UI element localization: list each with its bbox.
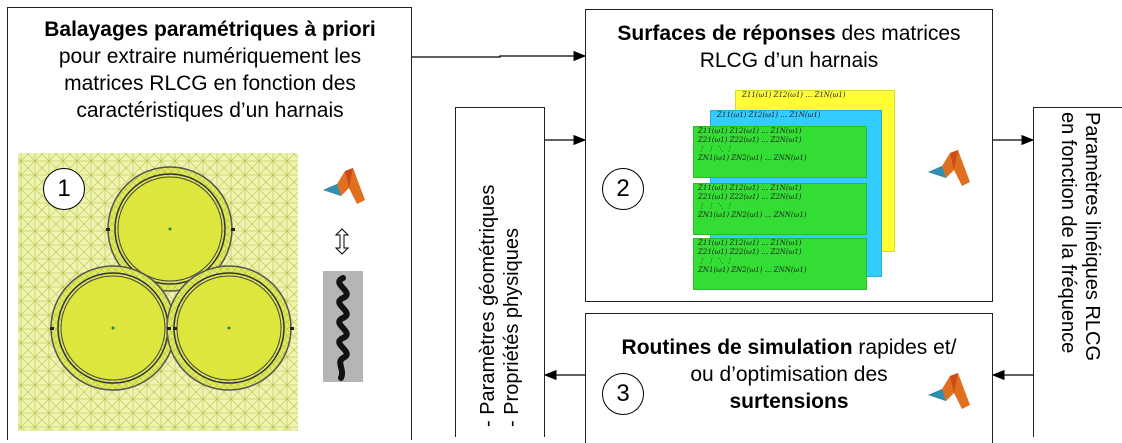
matrix-green-2-row1: Z11(ω1) Z12(ω1) … Z1N(ω1) (698, 184, 802, 192)
matrix-yellow-top: Z11(ω1) Z12(ω1) … Z1N(ω1) (742, 91, 846, 99)
box3-title-rest: rapides et/ (852, 336, 957, 359)
right-vertical-text: Paramètres linéiques RLCG en fonction de… (1056, 112, 1104, 432)
matrix-green-2-dots: ⋮ ⋮ ⋱ ⋮ (698, 202, 733, 210)
matrix-green-2: Z11(ω1) Z12(ω1) … Z1N(ω1) Z21(ω1) Z22(ω1… (693, 183, 867, 235)
matrix-green-3-row1: Z11(ω1) Z12(ω1) … Z1N(ω1) (698, 239, 802, 247)
box3-text: Routines de simulation rapides et/ ou d’… (590, 334, 988, 415)
matrix-green-1-row1: Z11(ω1) Z12(ω1) … Z1N(ω1) (698, 127, 802, 135)
box1-line3: matrices RLCG en fonction des (64, 72, 356, 95)
box2-title: Surfaces de réponses (617, 22, 836, 45)
box1-title: Balayages paramétriques à priori (44, 18, 376, 41)
double-arrow-icon (334, 228, 350, 255)
box-simulation-routines (585, 313, 993, 443)
box3-line3: surtensions (729, 390, 849, 413)
arrow-box1-to-box2 (412, 50, 587, 62)
matrix-green-1-dots: ⋮ ⋮ ⋱ ⋮ (698, 145, 733, 153)
box1-text: Balayages paramétriques à priori pour ex… (10, 16, 410, 124)
matrix-green-1: Z11(ω1) Z12(ω1) … Z1N(ω1) Z21(ω1) Z22(ω1… (693, 126, 867, 178)
rlcg-params-line2: en fonction de la fréquence (1057, 112, 1079, 354)
rlcg-params-line1: Paramètres linéiques RLCG (1081, 112, 1103, 361)
connectors (412, 50, 1035, 381)
matlab-icon (928, 373, 970, 409)
matrix-cyan-top: Z11(ω1) Z12(ω1) … Z1N(ω1) (717, 111, 821, 119)
box-rlcg-output (1033, 107, 1122, 437)
box2-text: Surfaces de réponses des matrices RLCG d… (588, 20, 990, 74)
box3-line2: ou d’optimisation des (690, 363, 888, 386)
matrix-green-1-row3: ZN1(ω1) ZN2(ω1) … ZNN(ω1) (698, 154, 807, 162)
matlab-icon (323, 168, 365, 204)
cable-mesh-figure (18, 153, 298, 431)
box-input-parameters (455, 107, 545, 437)
matrix-green-2-row2: Z21(ω1) Z22(ω1) … Z2N(ω1) (698, 193, 802, 201)
box2-title-rest: des matrices (835, 22, 961, 45)
matrix-green-3-row3: ZN1(ω1) ZN2(ω1) … ZNN(ω1) (698, 266, 807, 274)
box1-line4: caractéristiques d’un harnais (76, 99, 344, 122)
coil-icon (323, 271, 363, 382)
matrix-green-2-row3: ZN1(ω1) ZN2(ω1) … ZNN(ω1) (698, 211, 807, 219)
matrix-green-3: Z11(ω1) Z12(ω1) … Z1N(ω1) Z21(ω1) Z22(ω1… (693, 238, 867, 290)
matlab-icon (928, 150, 970, 186)
box2-line2: RLCG d’un harnais (699, 49, 879, 72)
matrix-green-3-row2: Z21(ω1) Z22(ω1) … Z2N(ω1) (698, 248, 802, 256)
step-number-2: 2 (602, 168, 644, 210)
matrix-green-1-row2: Z21(ω1) Z22(ω1) … Z2N(ω1) (698, 136, 802, 144)
step-number-3: 3 (602, 373, 644, 415)
box1-line2: pour extraire numériquement les (58, 45, 362, 68)
box3-title: Routines de simulation (621, 336, 853, 359)
step-number-1: 1 (43, 168, 85, 210)
matrix-green-3-dots: ⋮ ⋮ ⋱ ⋮ (698, 257, 733, 265)
